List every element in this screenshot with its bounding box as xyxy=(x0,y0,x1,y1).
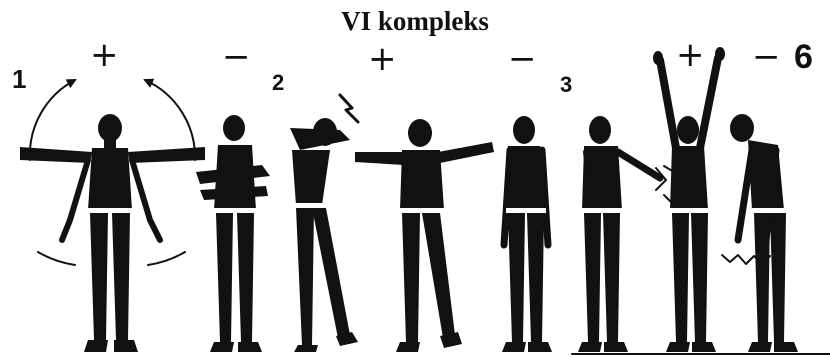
plus-sign-3: + xyxy=(676,35,705,75)
plus-sign-2: + xyxy=(368,39,397,79)
figure-2-standing xyxy=(500,116,552,352)
figure-1-arms-sideways xyxy=(20,78,205,352)
figure-2-swing-back xyxy=(290,93,360,352)
diagram-title: VI kompleks xyxy=(341,6,489,36)
minus-sign-3: − xyxy=(752,37,781,77)
plus-sign-1: + xyxy=(90,35,119,75)
figure-3-bend-down xyxy=(721,114,798,352)
step-number-6: 6 xyxy=(794,38,813,76)
step-number-1: 1 xyxy=(12,64,27,94)
minus-sign-1: − xyxy=(222,37,251,77)
step-number-3: 3 xyxy=(560,72,573,97)
figure-1-arms-crossed xyxy=(196,115,270,352)
minus-sign-2: − xyxy=(508,39,537,79)
figure-2-arms-forward xyxy=(355,119,494,352)
figure-3-arms-up xyxy=(653,47,725,352)
step-number-2: 2 xyxy=(272,70,285,95)
figure-3-clap xyxy=(578,116,675,352)
